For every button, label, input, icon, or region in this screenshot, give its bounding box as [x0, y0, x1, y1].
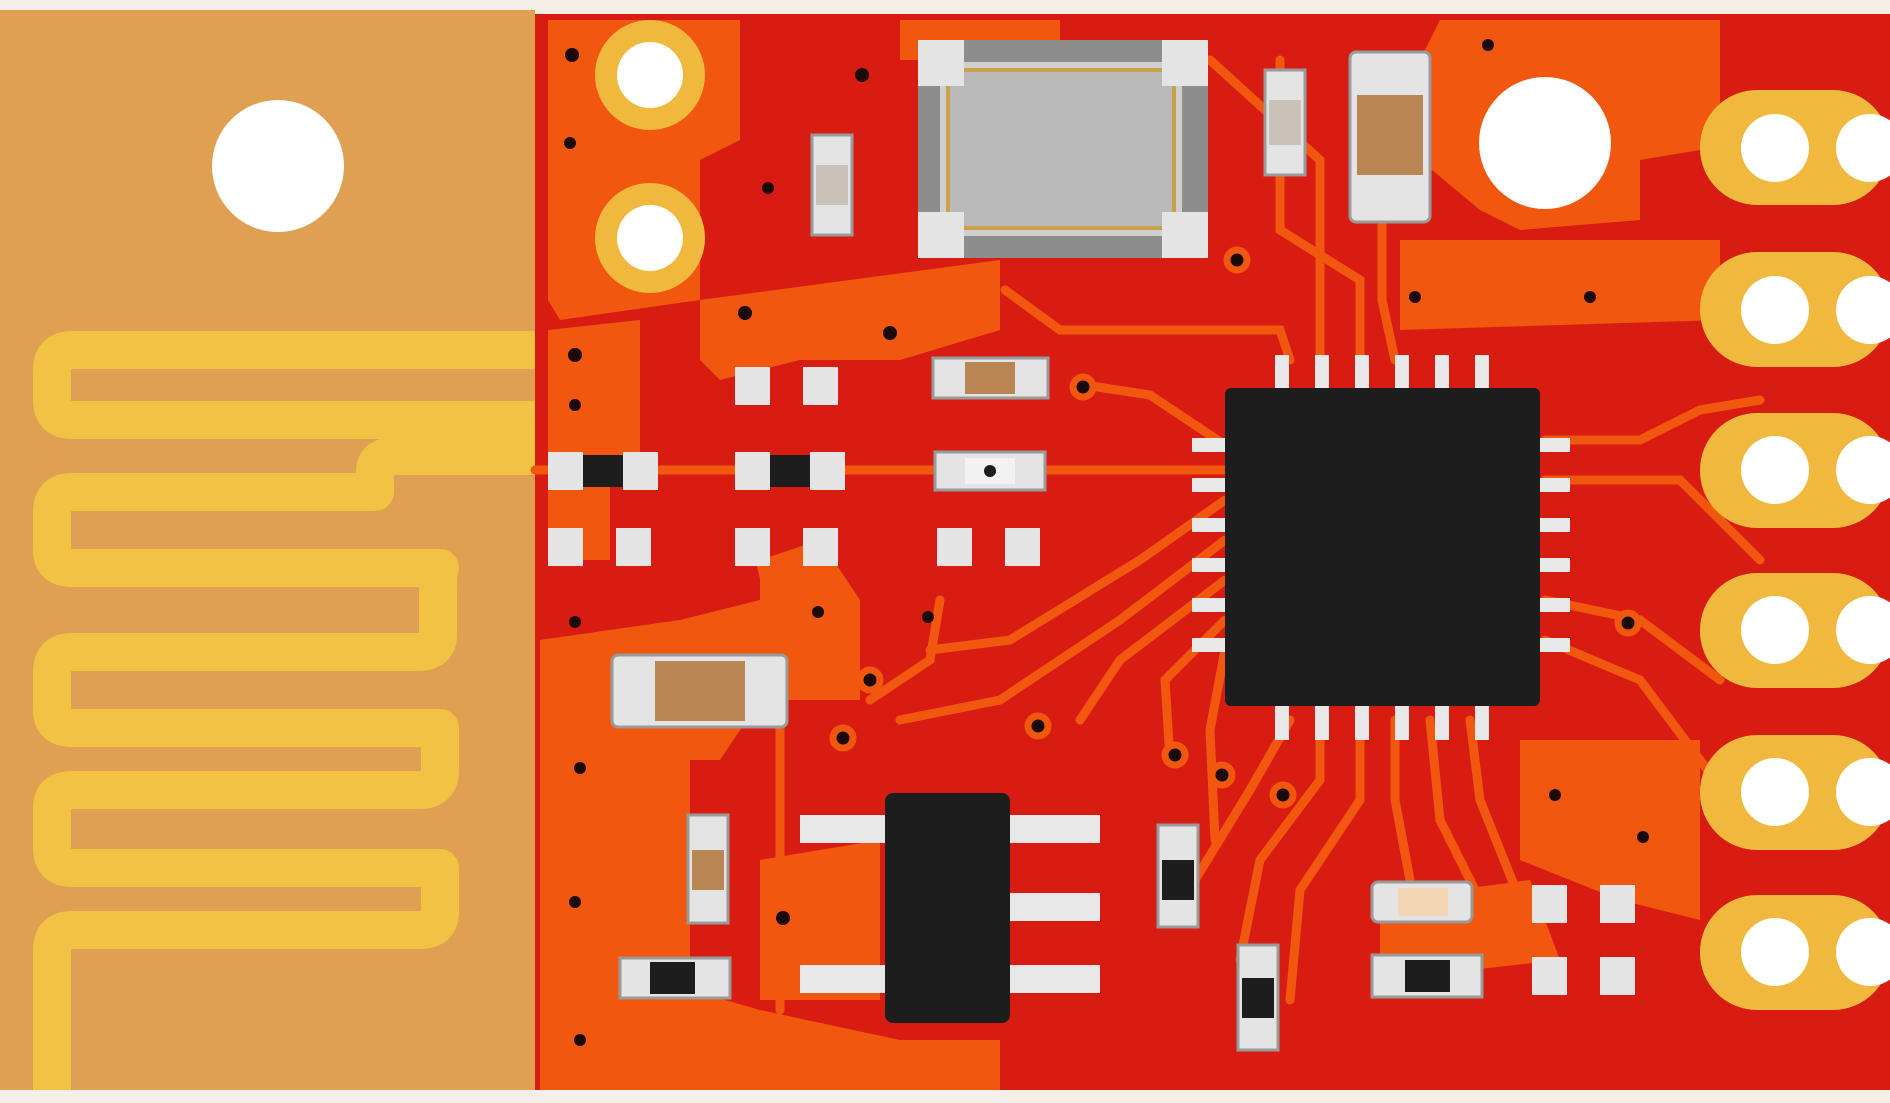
via-rings: [829, 246, 1642, 809]
test-pads: [595, 20, 705, 293]
sot-regulator-icon: [800, 793, 1100, 1023]
mounting-hole-icon: [1479, 77, 1611, 209]
smd-components: [548, 50, 1635, 1052]
meander-trace-antenna-icon: [33, 331, 540, 1090]
mounting-hole-icon: [212, 100, 344, 232]
qfn-chip-icon: [1192, 355, 1570, 740]
pin-header-pads-icon: [1700, 90, 1890, 1010]
crystal-oscillator-icon: [918, 40, 1208, 258]
board-bottom-edge: [0, 1090, 1890, 1103]
